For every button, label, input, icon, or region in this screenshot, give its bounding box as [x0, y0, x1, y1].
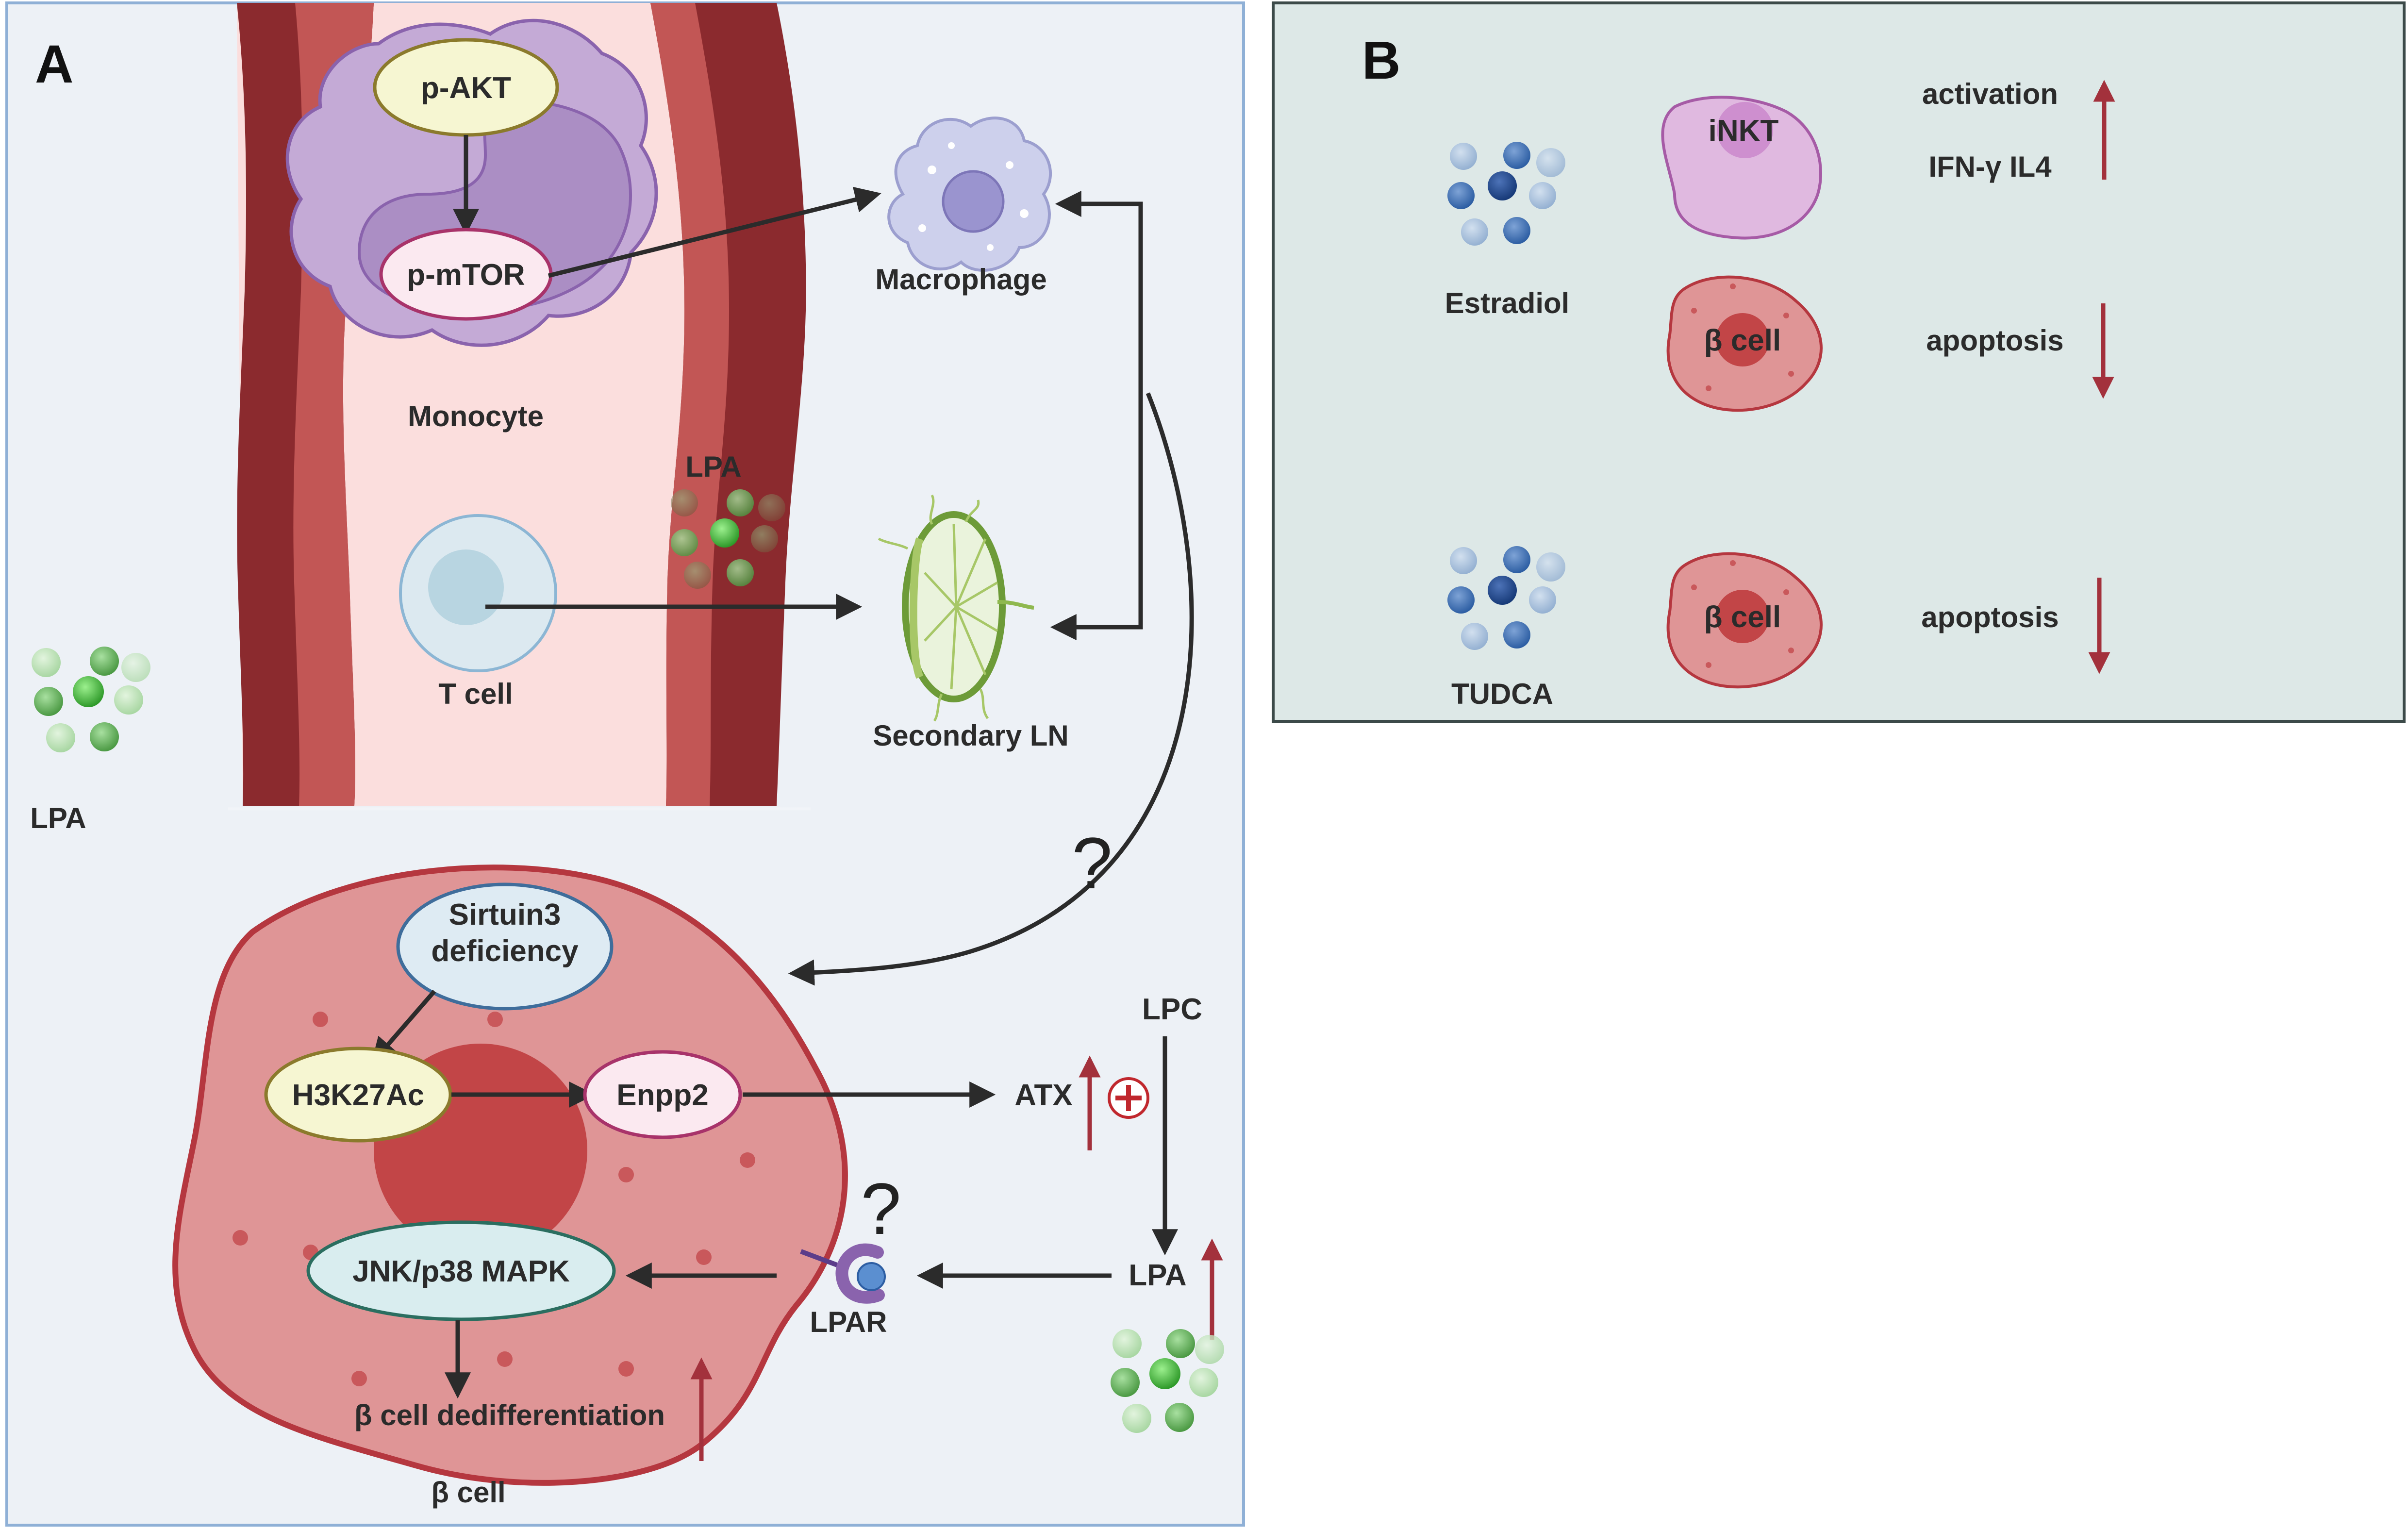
h3k27ac-node [264, 1047, 452, 1143]
atx-label: ATX [1014, 1079, 1072, 1112]
monocyte-label: Monocyte [408, 400, 544, 432]
secondary-ln-label: Secondary LN [873, 719, 1068, 752]
h3k27ac-label: H3K27Ac [292, 1079, 424, 1112]
question-mark-lower: ? [861, 1168, 901, 1249]
p-akt-label: p-AKT [421, 71, 511, 105]
jnk-p38-label: JNK/p38 MAPK [352, 1255, 570, 1288]
beta-cell-small-2 [1666, 552, 1823, 689]
lpa-molecules-right [1111, 1329, 1224, 1433]
arrow-sirtuin-to-h3k27ac [371, 990, 436, 1064]
lpar-label: LPAR [810, 1306, 887, 1338]
estradiol-label: Estradiol [1445, 287, 1570, 319]
estradiol-molecules [1447, 142, 1565, 246]
lpa-vessel-label: LPA [685, 450, 742, 483]
panel-b-letter: B [1362, 31, 1400, 90]
t-cell-label: T cell [438, 678, 513, 710]
enpp2-label: Enpp2 [616, 1079, 708, 1112]
beta-cell-2-label: β cell [1704, 600, 1781, 634]
lpa-molecules-vessel [671, 489, 785, 589]
jnk-p38-node [306, 1220, 616, 1321]
enpp2-node [583, 1050, 742, 1139]
lpar-receptor-icon [800, 1243, 886, 1304]
plus-circle-icon [1108, 1077, 1149, 1119]
lpa-molecules-left [32, 647, 150, 752]
question-mark-upper: ? [1072, 822, 1112, 904]
arrow-pmtor-to-macrophage [548, 186, 881, 278]
macrophage-cell [887, 116, 1052, 272]
inkt-label: iNKT [1709, 114, 1779, 148]
apoptosis-2-label: apoptosis [1921, 601, 2059, 633]
dedifferentiation-label: β cell dedifferentiation [354, 1399, 665, 1431]
lymph-node [878, 494, 1034, 722]
apoptosis-1-label: apoptosis [1926, 324, 2063, 357]
sirtuin3-label-line1: Sirtuin3 [449, 898, 561, 931]
macrophage-label: Macrophage [875, 263, 1046, 296]
t-cell-nucleus [428, 549, 504, 625]
sirtuin3-label-line2: deficiency [431, 934, 579, 968]
lpa-right-label: LPA [1129, 1259, 1186, 1292]
lpc-label: LPC [1142, 993, 1202, 1026]
lpa-left-label: LPA [30, 802, 86, 834]
arrow-immune-to-beta-cell [788, 392, 1194, 986]
inkt-cell [1661, 96, 1823, 240]
activation-label: activation [1922, 78, 2058, 110]
tudca-label: TUDCA [1451, 678, 1553, 710]
cytokines-label: IFN-γ IL4 [1928, 150, 2052, 183]
beta-cell-small-1 [1666, 275, 1823, 412]
beta-cell-1-label: β cell [1704, 324, 1781, 357]
beta-cell-large [172, 865, 848, 1486]
beta-cell-label: β cell [431, 1476, 505, 1509]
panel-b-background [1272, 1, 2406, 723]
p-mtor-label: p-mTOR [407, 258, 525, 292]
arrow-ln-to-macrophage [1050, 191, 1143, 640]
sirtuin3-node [396, 882, 614, 1011]
panel-a-letter: A [35, 34, 73, 94]
tudca-molecules [1447, 546, 1565, 650]
